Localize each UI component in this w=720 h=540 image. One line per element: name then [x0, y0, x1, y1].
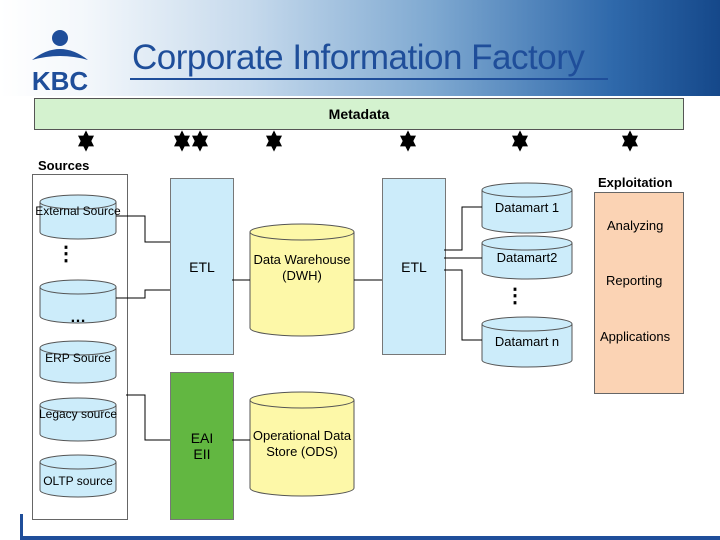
dm-dots: ⋮: [505, 285, 525, 307]
title-underline: [130, 78, 608, 80]
datamart-connectors: [444, 206, 482, 341]
page-title: Corporate Information Factory: [132, 38, 585, 77]
cyl-legacy: [39, 405, 117, 442]
exploit-analyzing: Analyzing: [607, 218, 664, 233]
etl-right-column: ETL: [382, 178, 446, 355]
sources-ellipsis: …: [70, 309, 86, 326]
source-cylinders: [39, 194, 117, 498]
cyl-dm2: [481, 243, 573, 280]
kbc-logo: KBC: [32, 30, 89, 96]
dwh-cylinder: [249, 223, 355, 337]
legacy-label: Legacy source: [39, 407, 117, 421]
exploit-applications: Applications: [600, 329, 671, 344]
metadata-bar: Metadata: [34, 98, 684, 130]
etl-right-label: ETL: [401, 258, 427, 275]
cyl-external: [39, 202, 117, 240]
source-connectors: [116, 215, 170, 441]
conn-dm1: [444, 206, 482, 251]
sources-label: Sources: [38, 158, 90, 173]
cyl-dmn: [481, 324, 573, 368]
conn-dmn: [444, 269, 482, 341]
oltp-label: OLTP source: [43, 474, 113, 488]
cyl-legacy-top: [39, 397, 117, 413]
conn-eai: [126, 394, 170, 441]
header-gradient: [0, 0, 720, 96]
exploitation-label: Exploitation: [598, 175, 673, 190]
eai-eii-column: EAI EII: [170, 372, 234, 520]
exploitation-panel: [594, 192, 684, 394]
bottom-tick: [20, 514, 23, 540]
exploit-reporting: Reporting: [606, 273, 663, 288]
datamart-cylinders: [481, 182, 573, 368]
eai-label: EAI: [190, 430, 214, 446]
warehouse-connectors: [232, 279, 382, 441]
conn-dots: [116, 289, 170, 299]
etl-left-column: ETL: [170, 178, 234, 355]
external-label: External Source: [35, 204, 121, 218]
eii-label: EII: [193, 446, 211, 462]
conn-external: [116, 215, 170, 243]
cyl-erp: [39, 348, 117, 384]
cyl-oltp: [39, 462, 117, 498]
dm1-label: Datamart 1: [495, 200, 559, 215]
cyl-erp-top: [39, 340, 117, 356]
etl-left-label: ETL: [189, 258, 215, 275]
metadata-arrows: [78, 130, 638, 152]
dwh-label: Data Warehouse (DWH): [253, 252, 351, 283]
ods-cylinder: [249, 391, 355, 497]
cyl-dots: [39, 287, 117, 324]
svg-text:KBC: KBC: [32, 66, 89, 96]
sources-dots-vertical: ⋮: [56, 243, 76, 265]
cyl-dots-top: [39, 279, 117, 295]
bottom-bar: [20, 536, 720, 540]
erp-label: ERP Source: [45, 351, 111, 365]
cyl-oltp-top: [39, 454, 117, 470]
dm2-label: Datamart2: [497, 250, 558, 265]
cyl-external-top: [39, 194, 117, 210]
svg-labels: External Source ⋮ … ERP Source Legacy so…: [35, 200, 559, 488]
dmn-label: Datamart n: [495, 334, 559, 349]
cyl-dm1: [481, 190, 573, 234]
ods-label: Operational Data Store (ODS): [252, 428, 352, 459]
metadata-label: Metadata: [328, 106, 390, 122]
